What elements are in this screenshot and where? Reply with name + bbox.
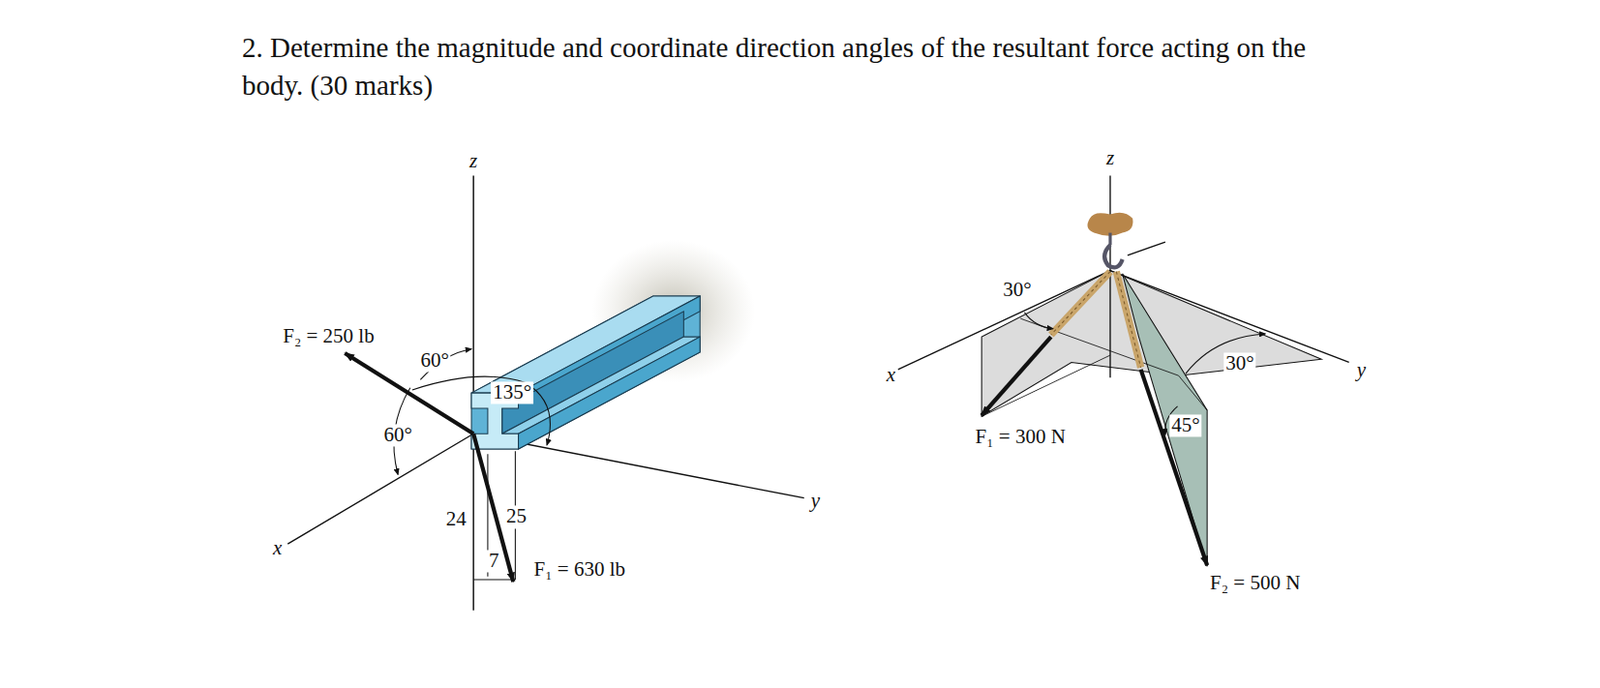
left-figure [287, 176, 804, 611]
axis-label: x [271, 538, 284, 561]
angle-label: 45° [1169, 414, 1202, 437]
axis-label: y [1355, 359, 1368, 382]
force-label: F₁ = 300 N [973, 426, 1068, 450]
axis-label: z [1104, 148, 1117, 171]
axis-label: y [809, 489, 822, 513]
problem-statement: 2. Determine the magnitude and coordinat… [241, 29, 1327, 105]
dimension-label: 24 [444, 508, 469, 531]
dimension-label: 25 [504, 506, 529, 529]
angle-label: 135° [490, 381, 534, 404]
axis-label: x [884, 363, 898, 387]
angle-label: 30° [1223, 353, 1256, 376]
angle-label: 60° [381, 424, 414, 448]
force-label: F₁ = 630 lb [532, 559, 628, 582]
dimension-label: 7 [486, 549, 502, 573]
force-label: F₂ = 500 N [1207, 572, 1302, 595]
angle-label: 60° [418, 350, 451, 373]
axis-label: z [467, 150, 480, 173]
force-label: F₂ = 250 lb [280, 325, 376, 348]
right-figure [898, 176, 1350, 568]
angle-label: 30° [1000, 279, 1033, 302]
